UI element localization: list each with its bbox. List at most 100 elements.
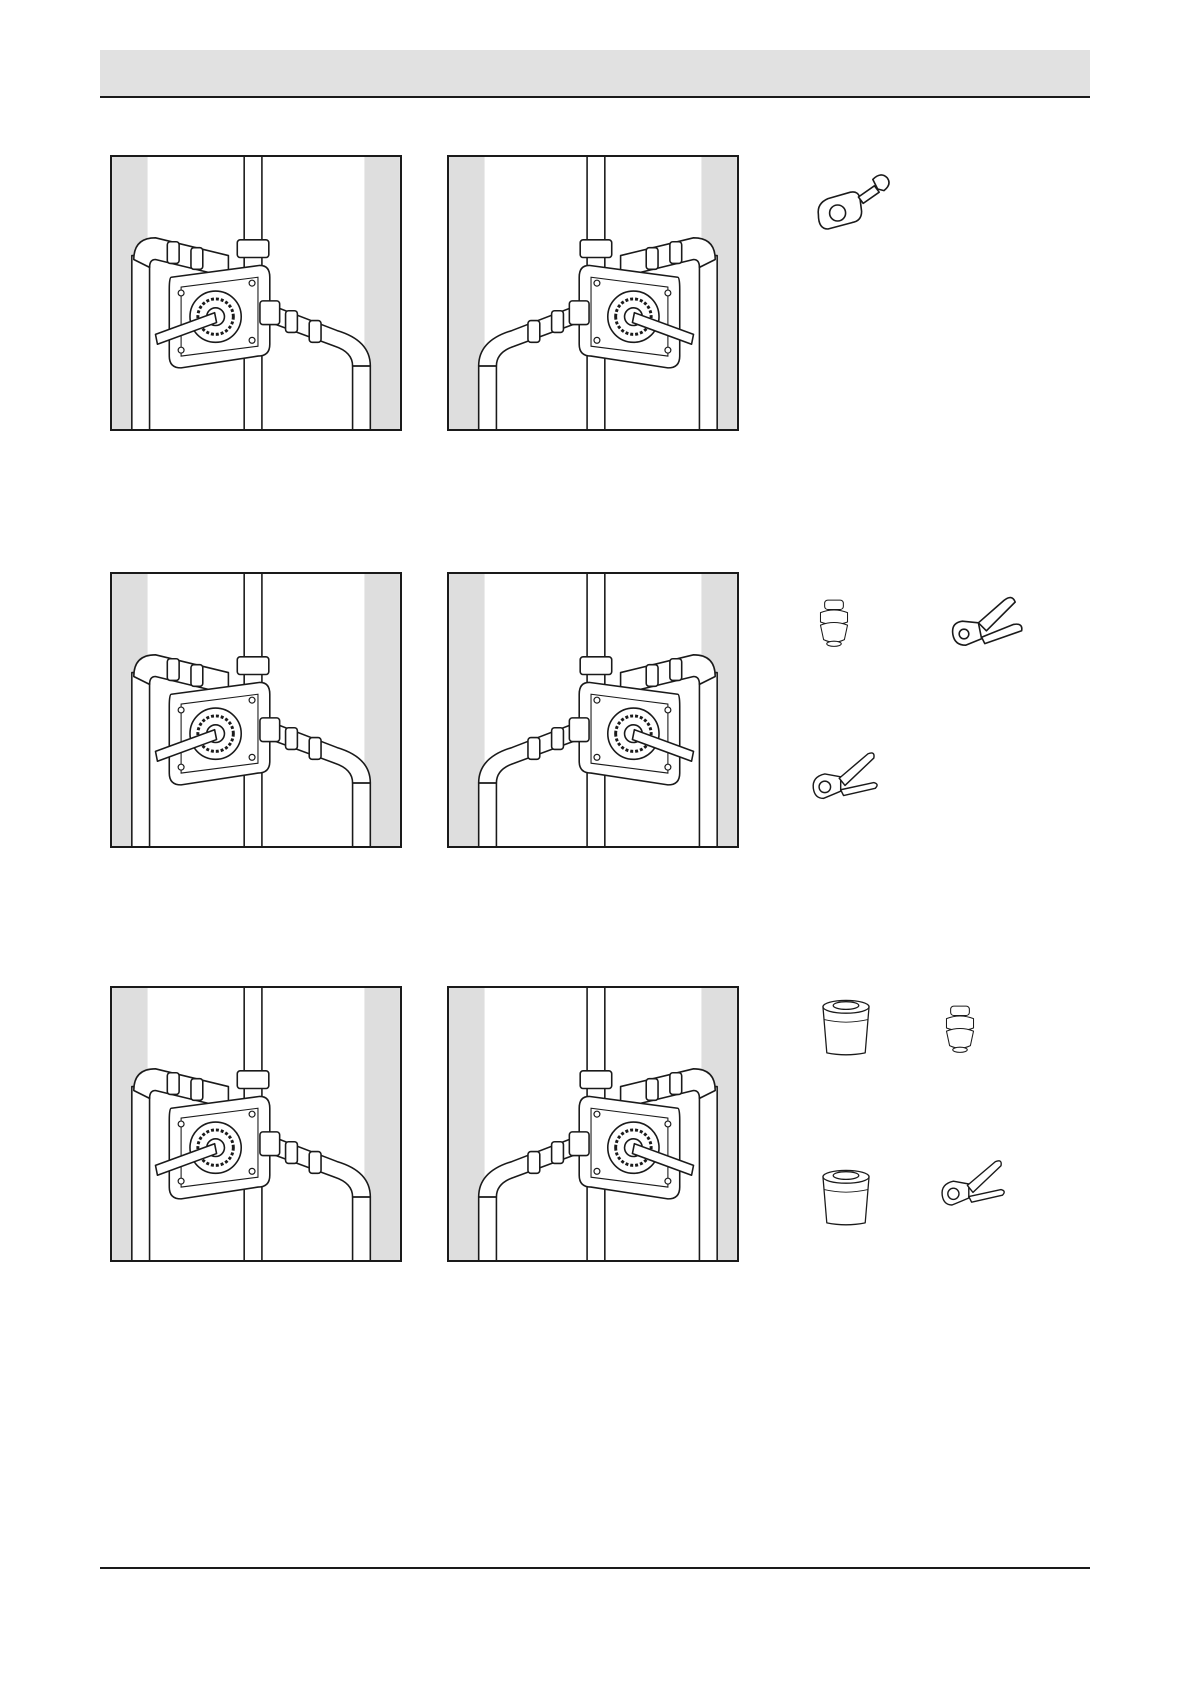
- valve-outlet-fitting: [260, 718, 280, 742]
- pipe-coupling: [646, 665, 658, 687]
- bracket-bolt-hole: [178, 1121, 184, 1127]
- bracket-bolt-hole: [249, 1111, 255, 1117]
- pipe-coupling: [167, 1073, 179, 1095]
- shear-pipe-seat: [819, 781, 831, 793]
- left-supply-pipe: [132, 256, 150, 429]
- left-supply-pipe: [699, 1087, 717, 1260]
- right-supply-pipe: [353, 1197, 371, 1260]
- pipe-coupling: [191, 665, 203, 687]
- pipe-coupling: [646, 1079, 658, 1101]
- bracket-bolt-hole: [665, 1178, 671, 1184]
- left-supply-pipe: [699, 673, 717, 846]
- pipe-coupling: [309, 1152, 321, 1174]
- cutter-feed-screw: [858, 186, 879, 204]
- bracket-bolt-hole: [665, 347, 671, 353]
- pipe-coupling: [286, 1142, 298, 1164]
- can-lid: [833, 1172, 859, 1180]
- bracket-bolt-hole: [594, 337, 600, 343]
- valve-outlet-fitting: [260, 1132, 280, 1156]
- right-supply-pipe: [353, 783, 371, 846]
- bracket-bolt-hole: [665, 1121, 671, 1127]
- right-supply-pipe: [479, 366, 497, 429]
- crimp-ring: [959, 629, 969, 639]
- bracket-bolt-hole: [178, 1178, 184, 1184]
- pipe-coupling: [670, 1073, 682, 1095]
- deburr-tool-icon: [934, 986, 986, 1072]
- bracket-bolt-hole: [249, 280, 255, 286]
- right-supply-pipe: [353, 366, 371, 429]
- bracket-bolt-hole: [178, 347, 184, 353]
- left-supply-pipe: [132, 1087, 150, 1260]
- deburr-cap: [951, 1006, 970, 1015]
- riser-coupling: [580, 657, 612, 675]
- bracket-bolt-hole: [665, 290, 671, 296]
- pipe-coupling: [528, 1152, 540, 1174]
- bracket-bolt-hole: [249, 697, 255, 703]
- bracket-bolt-hole: [178, 707, 184, 713]
- pipe-coupling: [309, 738, 321, 760]
- bracket-bolt-hole: [594, 754, 600, 760]
- pipe-coupling: [191, 248, 203, 270]
- bracket-bolt-hole: [249, 1168, 255, 1174]
- row3-rear-panel: [447, 986, 739, 1262]
- can-body: [823, 1007, 869, 1055]
- pipe-coupling: [670, 242, 682, 264]
- deburr-tool-icon: [808, 578, 860, 668]
- deburr-lower-body: [946, 1028, 973, 1048]
- riser-coupling: [580, 1071, 612, 1089]
- bracket-bolt-hole: [594, 1168, 600, 1174]
- shear-pipe-seat: [948, 1188, 959, 1199]
- deburr-tip: [953, 1047, 968, 1052]
- bracket-bolt-hole: [665, 764, 671, 770]
- can-body: [823, 1177, 869, 1225]
- row2-front-panel: [110, 572, 402, 848]
- bracket-bolt-hole: [594, 280, 600, 286]
- valve-outlet-fitting: [569, 718, 589, 742]
- row1-rear-panel: [447, 155, 739, 431]
- pipe-coupling: [286, 311, 298, 333]
- can-lid: [833, 1002, 859, 1010]
- crimp-tool-icon: [938, 578, 1038, 658]
- pipe-coupling: [191, 1079, 203, 1101]
- pipe-coupling: [167, 659, 179, 681]
- right-supply-pipe: [479, 1197, 497, 1260]
- pipe-coupling: [646, 248, 658, 270]
- bracket-bolt-hole: [594, 1111, 600, 1117]
- pipe-coupling: [528, 321, 540, 343]
- header-band: [100, 50, 1090, 98]
- row2-rear-panel: [447, 572, 739, 848]
- cement-can-icon: [814, 1160, 878, 1232]
- pipe-coupling: [552, 1142, 564, 1164]
- bracket-bolt-hole: [178, 764, 184, 770]
- riser-coupling: [237, 657, 269, 675]
- bracket-bolt-hole: [665, 707, 671, 713]
- shear-handle-upper: [839, 753, 874, 786]
- bracket-bolt-hole: [178, 290, 184, 296]
- riser-coupling: [580, 240, 612, 258]
- pipe-cutter-icon: [928, 1156, 1018, 1226]
- row1-front-panel: [110, 155, 402, 431]
- bracket-bolt-hole: [249, 754, 255, 760]
- riser-coupling: [237, 1071, 269, 1089]
- cutter-wheel: [830, 205, 846, 221]
- primer-can-icon: [814, 990, 878, 1062]
- left-supply-pipe: [699, 256, 717, 429]
- pipe-coupling: [552, 311, 564, 333]
- pipe-cutter-icon: [798, 748, 892, 820]
- bracket-bolt-hole: [594, 697, 600, 703]
- valve-outlet-fitting: [260, 301, 280, 325]
- pipe-coupling: [286, 728, 298, 750]
- bracket-bolt-hole: [249, 337, 255, 343]
- footer-rule: [100, 1567, 1090, 1569]
- deburr-cap: [825, 600, 844, 609]
- deburr-lower-body: [820, 622, 847, 642]
- deburr-tip: [827, 641, 842, 646]
- valve-outlet-fitting: [569, 1132, 589, 1156]
- pipe-coupling: [167, 242, 179, 264]
- shear-handle-upper: [967, 1161, 1001, 1193]
- riser-coupling: [237, 240, 269, 258]
- pipe-coupling: [552, 728, 564, 750]
- row3-front-panel: [110, 986, 402, 1262]
- right-supply-pipe: [479, 783, 497, 846]
- pipe-coupling: [309, 321, 321, 343]
